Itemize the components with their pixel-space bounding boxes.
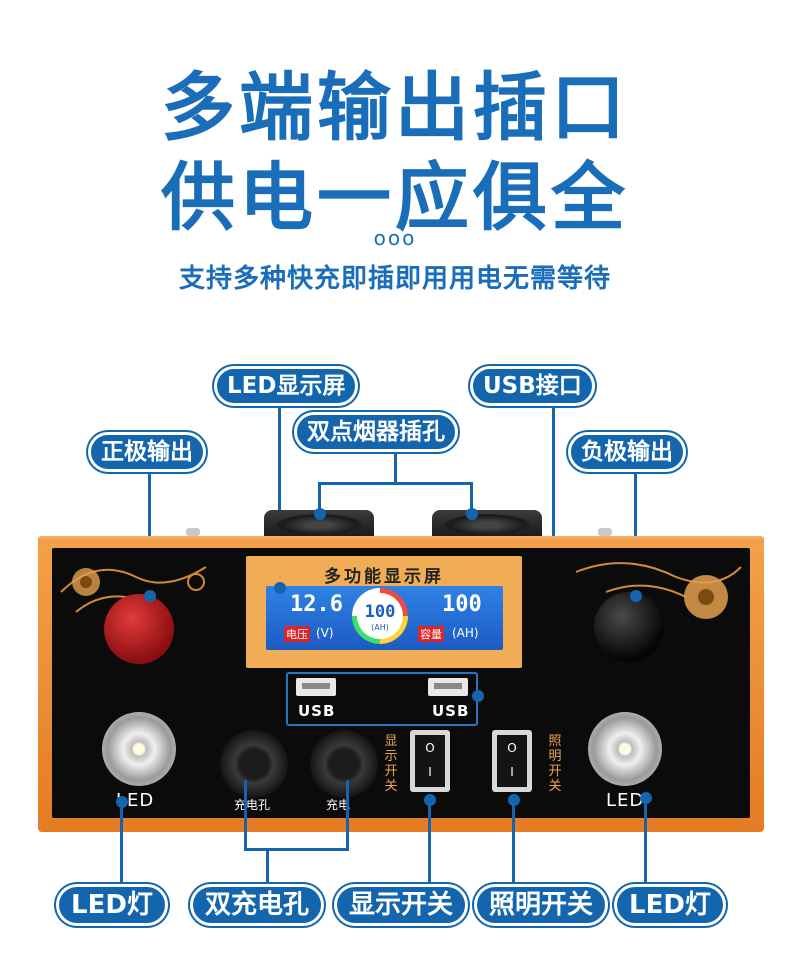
switch-off-mark: O [425, 741, 435, 755]
lcd-panel: 12.6 电压 (V) 100 (AH) 100 容量 (AH) [266, 586, 503, 650]
connector-line [470, 482, 473, 512]
callout-led-screen: LED显示屏 [214, 366, 359, 406]
pointer-dot [116, 796, 128, 808]
pointer-dot [424, 794, 436, 806]
pointer-dot [640, 792, 652, 804]
connector-line [148, 466, 151, 598]
headline-line1: 多端输出插口 [161, 65, 629, 151]
switch-on-mark: I [510, 765, 514, 779]
connector-line [428, 800, 431, 888]
usb-port-left [296, 678, 336, 696]
voltage-value: 12.6 [290, 592, 343, 617]
pointer-dot [314, 508, 326, 520]
connector-line [512, 800, 515, 888]
usb-label-left: USB [298, 702, 336, 720]
callout-led-light-right: LED灯 [614, 884, 726, 926]
connector-line [244, 780, 247, 850]
switch-on-mark: I [428, 765, 432, 779]
led-label-right: LED [606, 790, 645, 811]
gauge-value: 100 [364, 602, 396, 622]
decorative-dots: ooo [373, 226, 417, 250]
headline-line2: 供电一应俱全 [161, 155, 629, 241]
connector-line [278, 400, 281, 588]
pointer-dot [508, 794, 520, 806]
connector-line [244, 848, 349, 851]
led-lamp-right [588, 712, 662, 786]
connector-line [346, 780, 349, 850]
pointer-dot [630, 590, 642, 602]
display-title: 多功能显示屏 [324, 567, 444, 587]
screw [186, 528, 200, 536]
pointer-dot [144, 590, 156, 602]
voltage-unit: (V) [316, 626, 334, 640]
callout-dual-charge: 双充电孔 [190, 884, 325, 926]
callout-led-light-left: LED灯 [56, 884, 168, 926]
charge-label-left: 充电孔 [234, 798, 271, 812]
capacity-tag: 容量 [418, 626, 444, 642]
screw [598, 528, 612, 536]
device-top-edge [38, 536, 764, 546]
subtitle: 支持多种快充即插即用用电无需等待 [178, 264, 611, 294]
flower-ornament-right [575, 562, 742, 619]
switch-off-mark: O [507, 741, 517, 755]
connector-line [318, 482, 321, 512]
voltage-tag: 电压 [284, 626, 310, 642]
connector-line [644, 800, 647, 888]
callout-display-switch: 显示开关 [334, 884, 469, 926]
pointer-dot [274, 582, 286, 594]
connector-line [394, 440, 397, 484]
callout-cigarette-lighter: 双点烟器插孔 [294, 412, 458, 452]
usb-port-right [428, 678, 468, 696]
led-lamp-left [102, 712, 176, 786]
callout-usb-port: USB接口 [470, 366, 595, 406]
display-switch-label: 显示开关 [384, 734, 398, 794]
usb-label-right: USB [432, 702, 470, 720]
pointer-dot [466, 508, 478, 520]
display-screen: 多功能显示屏 12.6 电压 (V) 100 (AH) 100 容量 (AH) [246, 556, 522, 668]
capacity-unit: (AH) [452, 626, 479, 640]
charge-port-right [310, 730, 378, 798]
capacity-value: 100 [442, 592, 482, 617]
capacity-gauge: 100 (AH) [352, 588, 408, 644]
connector-line [634, 466, 637, 598]
connector-line [318, 482, 472, 485]
gauge-unit: (AH) [371, 623, 389, 632]
callout-positive-output: 正极输出 [88, 432, 206, 472]
charge-label-right: 充电 [326, 798, 351, 812]
negative-terminal [594, 592, 664, 662]
light-switch-label: 照明开关 [548, 734, 562, 794]
callout-light-switch: 照明开关 [474, 884, 609, 926]
positive-terminal [104, 594, 174, 664]
pointer-dot [472, 690, 484, 702]
charge-port-left [220, 730, 288, 798]
connector-line [266, 848, 269, 888]
connector-line [120, 800, 123, 888]
callout-negative-output: 负极输出 [568, 432, 686, 472]
